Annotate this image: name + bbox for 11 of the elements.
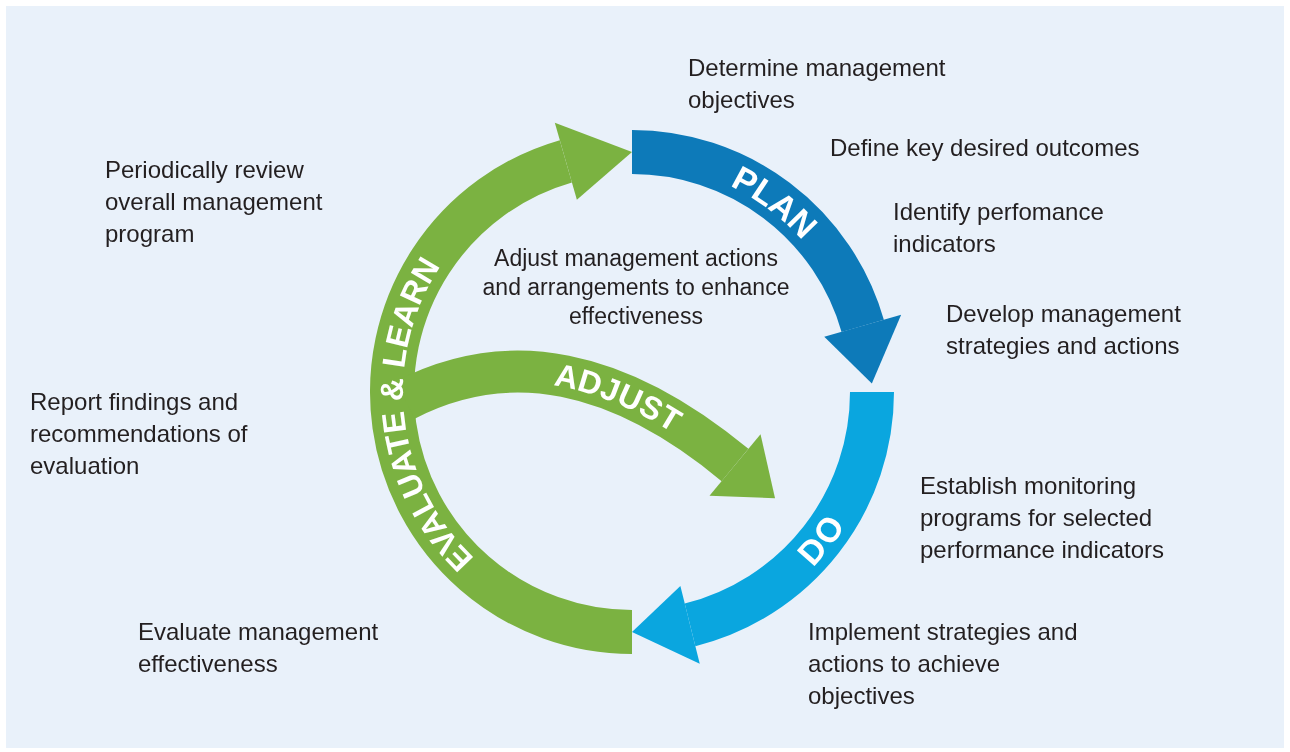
step-text: Evaluate management effectiveness (138, 617, 380, 679)
adjust-caption: Adjust management actions and arrangements to enhance effectiveness (481, 244, 791, 331)
step-text: Determine management objectives (688, 53, 947, 115)
step-text: Develop management strategies and actions (946, 299, 1182, 361)
step-text: Identify perfomance indicators (893, 197, 1105, 259)
stage-label: DO (789, 507, 853, 573)
step-text: Define key desired outcomes (830, 133, 1141, 163)
step-text: Establish monitoring programs for selected performance indicators (920, 471, 1166, 565)
step-text: Report findings and recommendations of evaluation (30, 387, 249, 481)
step-text: Implement strategies and actions to achieve objectives (808, 617, 1079, 711)
step-text: Periodically review overall management program (105, 155, 324, 249)
